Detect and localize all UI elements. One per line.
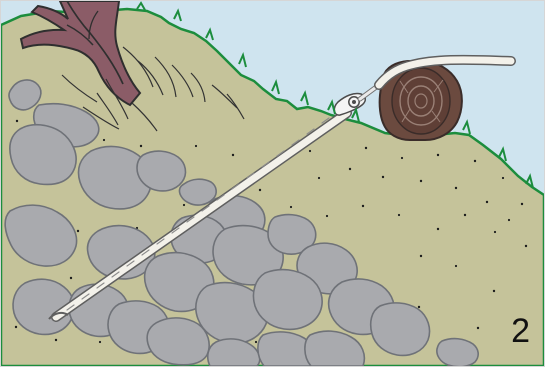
step-number: 2	[511, 314, 530, 348]
